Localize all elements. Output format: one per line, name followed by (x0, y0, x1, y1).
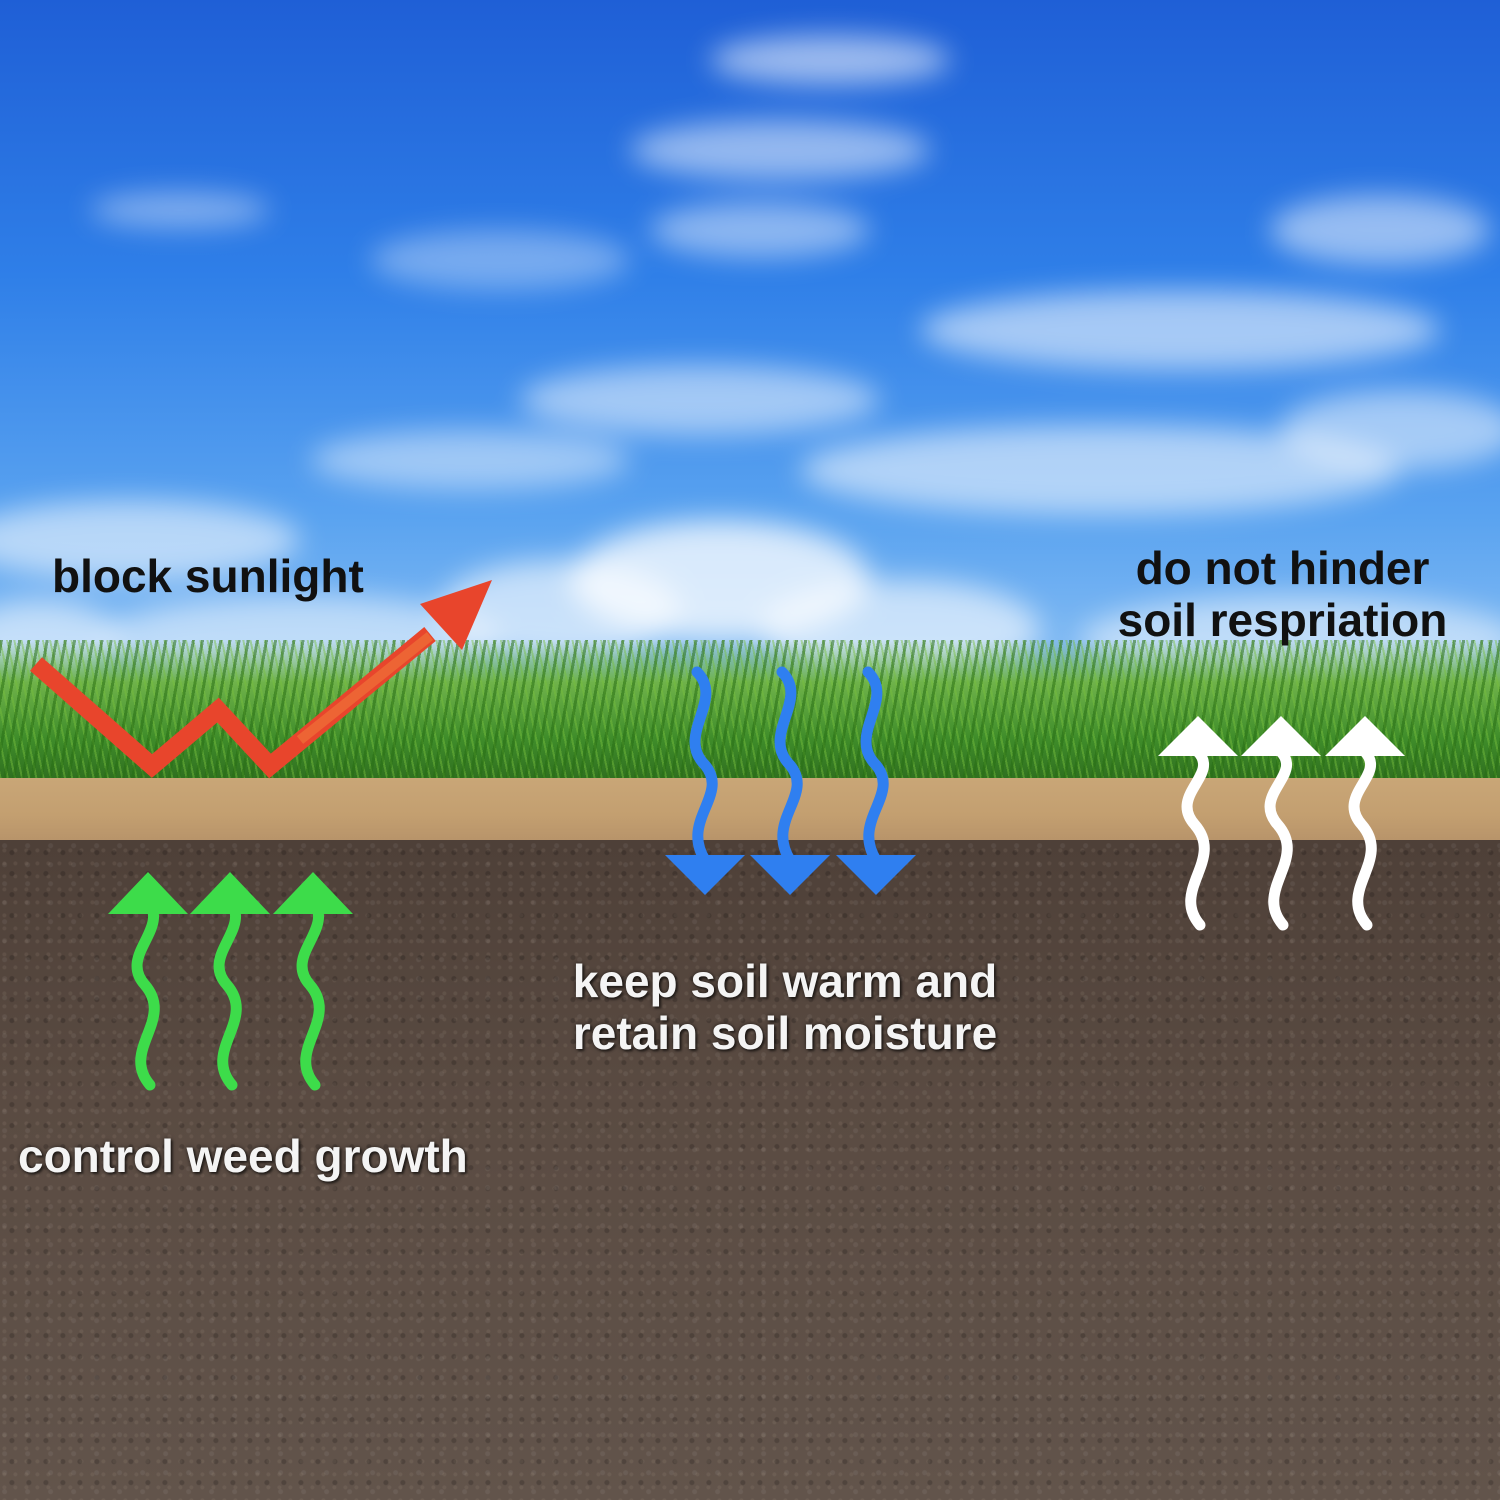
weed-arrows-icon (131, 894, 325, 1091)
respiration-arrows-icon (1181, 746, 1377, 931)
sky-background (0, 0, 1500, 690)
moisture-arrows-icon (689, 666, 889, 866)
soil-respiration-line1: do not hinder (1135, 542, 1430, 594)
warm-moisture-line1: keep soil warm and (572, 955, 998, 1007)
sunlight-arrow-icon (30, 580, 492, 779)
warm-moisture-line2: retain soil moisture (572, 1007, 998, 1059)
weed-growth-label: control weed growth (18, 1130, 468, 1182)
weed-barrier-fabric (0, 778, 1500, 840)
weed-arrowheads (108, 872, 353, 914)
soil-respiration-line2: soil respriation (1117, 594, 1448, 646)
moisture-arrowheads (665, 855, 916, 895)
soil-layer (0, 840, 1500, 1500)
clouds (0, 35, 1500, 685)
soil-respiration-label: do not hinder soil respriation (1090, 542, 1475, 646)
block-sunlight-label: block sunlight (52, 550, 364, 602)
respiration-arrowheads (1158, 716, 1405, 756)
warm-moisture-label: keep soil warm and retain soil moisture (530, 955, 1040, 1059)
